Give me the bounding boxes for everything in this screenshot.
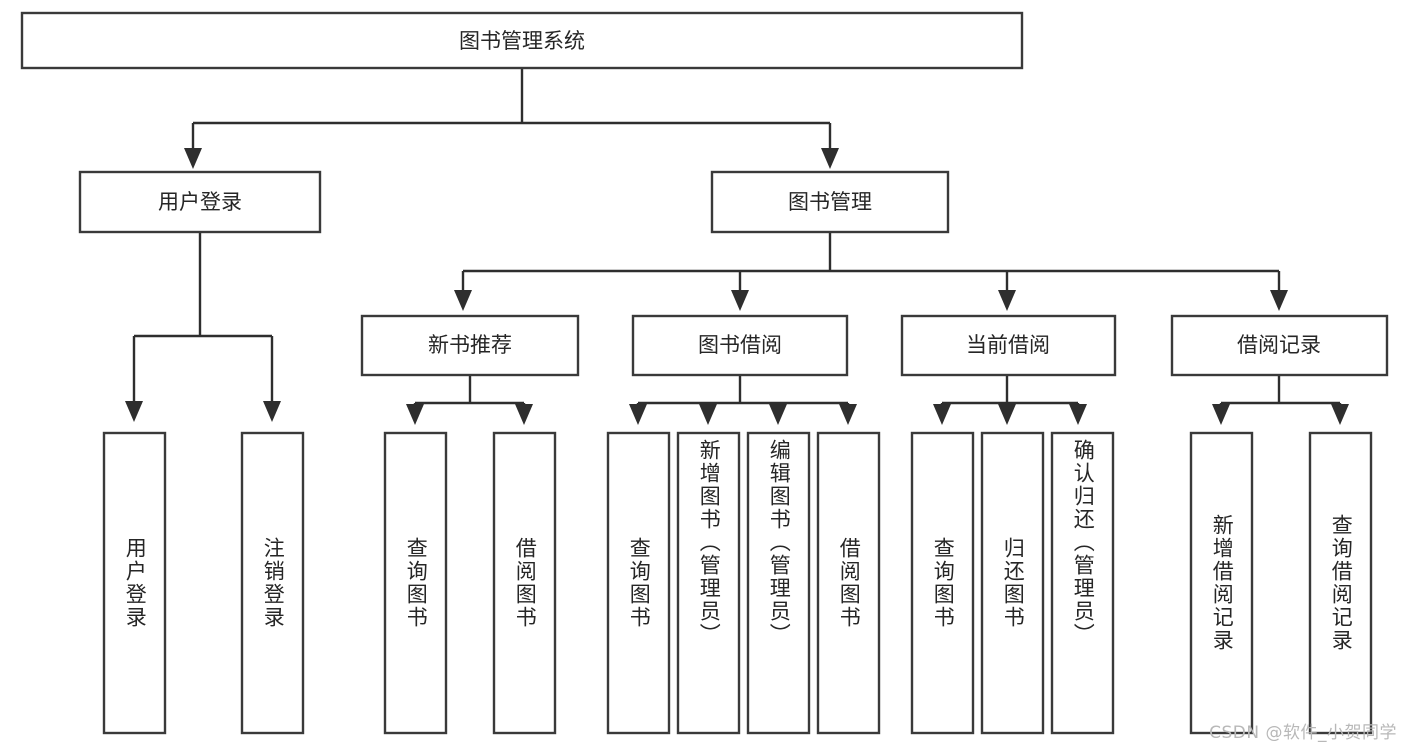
arrow-icon: [184, 148, 202, 169]
arrow-icon: [998, 290, 1016, 311]
node-leaf-borrow-book-2[interactable]: [816, 431, 881, 735]
arrow-icon: [998, 404, 1016, 425]
node-user-login-label: 用户登录: [158, 190, 242, 214]
arrow-icon: [1331, 404, 1349, 425]
connector-group-book-borrow: [636, 375, 850, 405]
node-leaf-borrow-book-1[interactable]: [492, 431, 557, 735]
arrow-icon: [699, 404, 717, 425]
arrow-icon: [731, 290, 749, 311]
arrow-icon: [821, 148, 839, 169]
node-leaf-query-record[interactable]: [1308, 431, 1373, 735]
arrow-icon: [629, 404, 647, 425]
node-leaf-query-book-3[interactable]: [910, 431, 975, 735]
node-book-borrow[interactable]: 图书借阅: [631, 314, 849, 377]
node-borrow-record[interactable]: 借阅记录: [1170, 314, 1389, 377]
connector-group-root: [191, 68, 832, 148]
arrow-icon: [1270, 290, 1288, 311]
node-user-login[interactable]: 用户登录: [78, 170, 322, 234]
node-current-borrow-label: 当前借阅: [966, 333, 1050, 357]
node-current-borrow[interactable]: 当前借阅: [900, 314, 1117, 377]
node-leaf-add-book[interactable]: [676, 431, 741, 735]
arrow-icon: [263, 401, 281, 422]
node-leaf-query-book-2[interactable]: [606, 431, 671, 735]
node-new-book-rec-label: 新书推荐: [428, 333, 512, 357]
arrow-icon: [1212, 404, 1230, 425]
node-leaf-add-record[interactable]: [1189, 431, 1254, 735]
node-book-manage-label: 图书管理: [788, 190, 872, 214]
arrow-icon: [933, 404, 951, 425]
node-leaf-query-book-1[interactable]: [383, 431, 448, 735]
node-leaf-logout[interactable]: [240, 431, 305, 735]
node-root-label: 图书管理系统: [459, 29, 585, 53]
node-leaf-user-login[interactable]: [102, 431, 167, 735]
node-leaf-return-book[interactable]: [980, 431, 1045, 735]
arrow-icon: [1069, 404, 1087, 425]
connector-group-new-book-rec: [413, 375, 526, 405]
node-leaf-edit-book[interactable]: [746, 431, 811, 735]
connector-group-current-borrow: [940, 375, 1080, 405]
arrow-icon: [769, 404, 787, 425]
connector-group-user-login: [132, 232, 274, 401]
arrow-icon: [515, 404, 533, 425]
arrow-icon: [406, 404, 424, 425]
connector-group-book-manage: [461, 232, 1281, 290]
node-root[interactable]: 图书管理系统: [20, 11, 1024, 70]
arrow-icon: [125, 401, 143, 422]
node-borrow-record-label: 借阅记录: [1237, 333, 1321, 357]
connector-group-borrow-record: [1219, 375, 1342, 405]
node-leaf-confirm-return[interactable]: [1050, 431, 1115, 735]
node-book-borrow-label: 图书借阅: [698, 333, 782, 357]
arrow-icon: [454, 290, 472, 311]
arrow-icon: [839, 404, 857, 425]
node-book-manage[interactable]: 图书管理: [710, 170, 950, 234]
node-new-book-rec[interactable]: 新书推荐: [360, 314, 580, 377]
